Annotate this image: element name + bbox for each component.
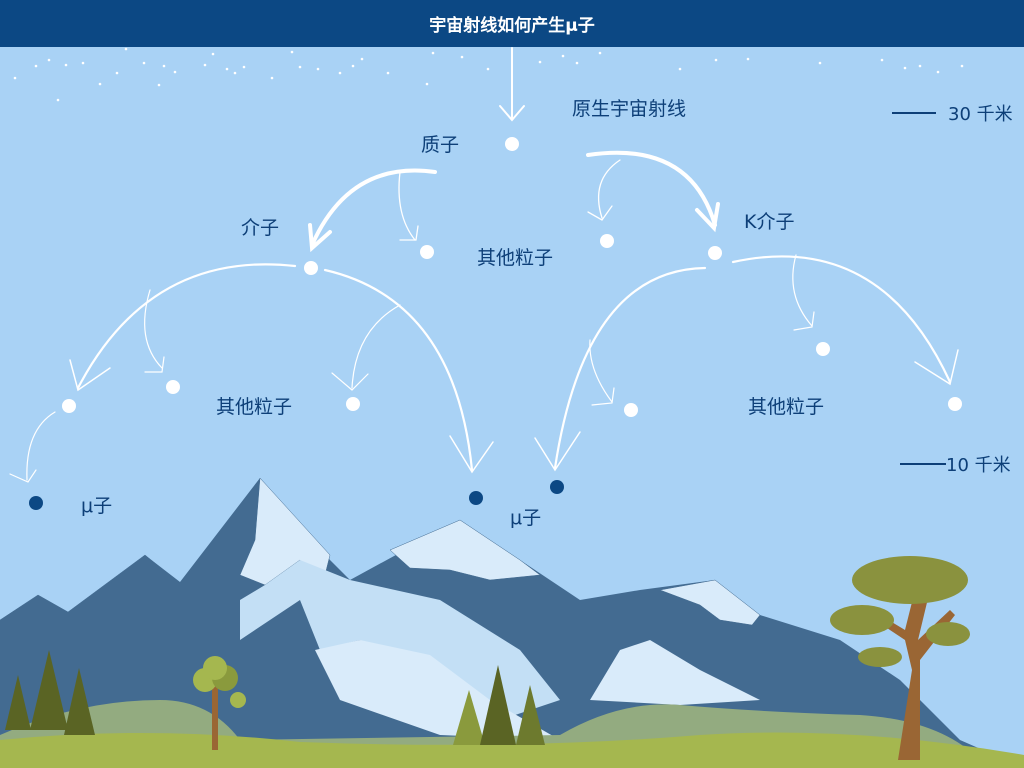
- big-tree: [830, 556, 970, 760]
- label-other-particles-left: 其他粒子: [216, 396, 293, 418]
- altitude-line: [892, 112, 936, 114]
- kaon-dot: [708, 246, 722, 260]
- header-bar: 宇宙射线如何产生μ子: [0, 0, 1024, 47]
- small-tree: [193, 656, 246, 750]
- muon-dots: [29, 480, 564, 510]
- label-muon-center: μ子: [510, 507, 542, 529]
- label-proton: 质子: [421, 134, 460, 156]
- label-primary-cosmic-ray: 原生宇宙射线: [572, 98, 687, 120]
- altitude-line: [900, 463, 946, 465]
- label-muon-left: μ子: [81, 495, 113, 517]
- pine-trees: [5, 650, 545, 745]
- primary-particle-dot: [505, 137, 519, 151]
- pion-dot: [304, 261, 318, 275]
- page-title: 宇宙射线如何产生μ子: [429, 16, 595, 36]
- label-other-particles-top: 其他粒子: [477, 247, 554, 269]
- altitude-label-low: 10 千米: [946, 455, 1011, 476]
- altitude-marker-30km: 30 千米: [892, 100, 1013, 126]
- label-other-particles-right: 其他粒子: [748, 396, 825, 418]
- stars: [13, 47, 964, 102]
- altitude-marker-10km: 10 千米: [900, 451, 1011, 477]
- particles: [62, 137, 962, 417]
- decay-arrows: [9, 47, 959, 483]
- label-pion: 介子: [241, 217, 280, 239]
- mountain-range: [0, 477, 1024, 768]
- altitude-label-high: 30 千米: [948, 104, 1013, 125]
- label-kaon: K介子: [744, 211, 795, 233]
